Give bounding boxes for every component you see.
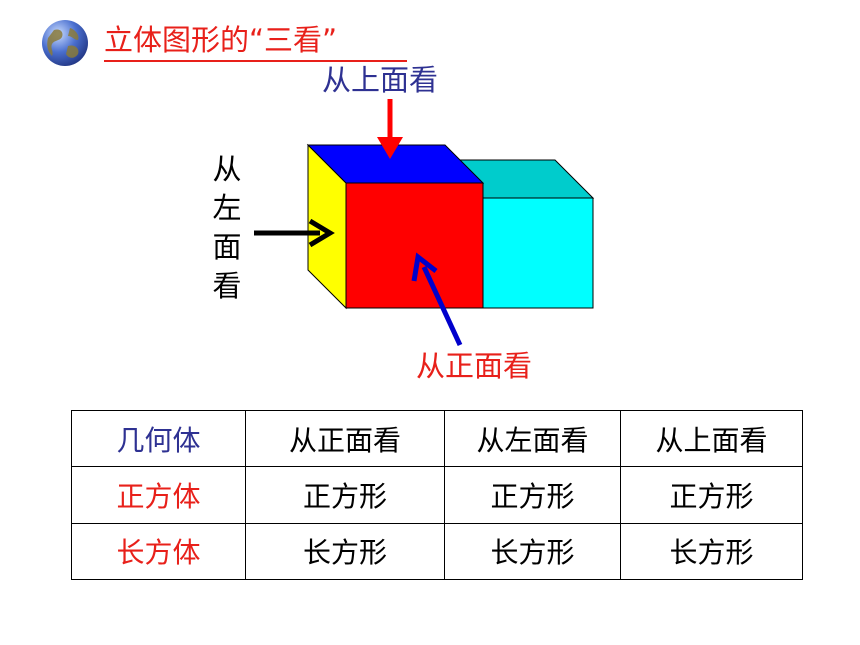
arrow-top-head [377, 137, 403, 159]
table-header-cell: 从正面看 [245, 409, 445, 468]
table-header-cell: 从上面看 [620, 409, 803, 468]
globe-icon [42, 20, 88, 66]
table-row: 正方体 正方形 正方形 正方形 [71, 466, 803, 524]
table-row-label: 正方体 [71, 466, 246, 524]
table-row-label: 长方体 [71, 522, 246, 581]
label-view-from-left: 从左面看 [212, 152, 242, 303]
arrow-left-head [308, 218, 335, 248]
page-title: 立体图形的“三看” [104, 23, 338, 57]
table-cell: 长方形 [444, 522, 621, 581]
solid-figure [254, 99, 595, 347]
label-view-from-front: 从正面看 [416, 349, 533, 383]
arrow-front-shaft [421, 265, 463, 347]
label-view-from-top: 从上面看 [322, 63, 439, 97]
table-header-row: 几何体 从正面看 从左面看 从上面看 [71, 409, 803, 468]
cube-front-face [345, 182, 484, 309]
table-cell: 长方形 [245, 522, 445, 581]
table-cell: 正方形 [245, 466, 445, 524]
table-cell: 正方形 [444, 466, 621, 524]
table-header-cell: 几何体 [71, 409, 246, 468]
table-cell: 正方形 [620, 466, 803, 524]
title-underline [104, 60, 407, 62]
table-header-cell: 从左面看 [444, 409, 621, 468]
table-row: 长方体 长方形 长方形 长方形 [71, 522, 803, 581]
views-table: 几何体 从正面看 从左面看 从上面看 正方体 正方形 正方形 正方形 长方体 长… [71, 409, 803, 581]
arrow-front-head [411, 252, 438, 282]
table-cell: 长方形 [620, 522, 803, 581]
cyan-box-front [482, 197, 594, 309]
